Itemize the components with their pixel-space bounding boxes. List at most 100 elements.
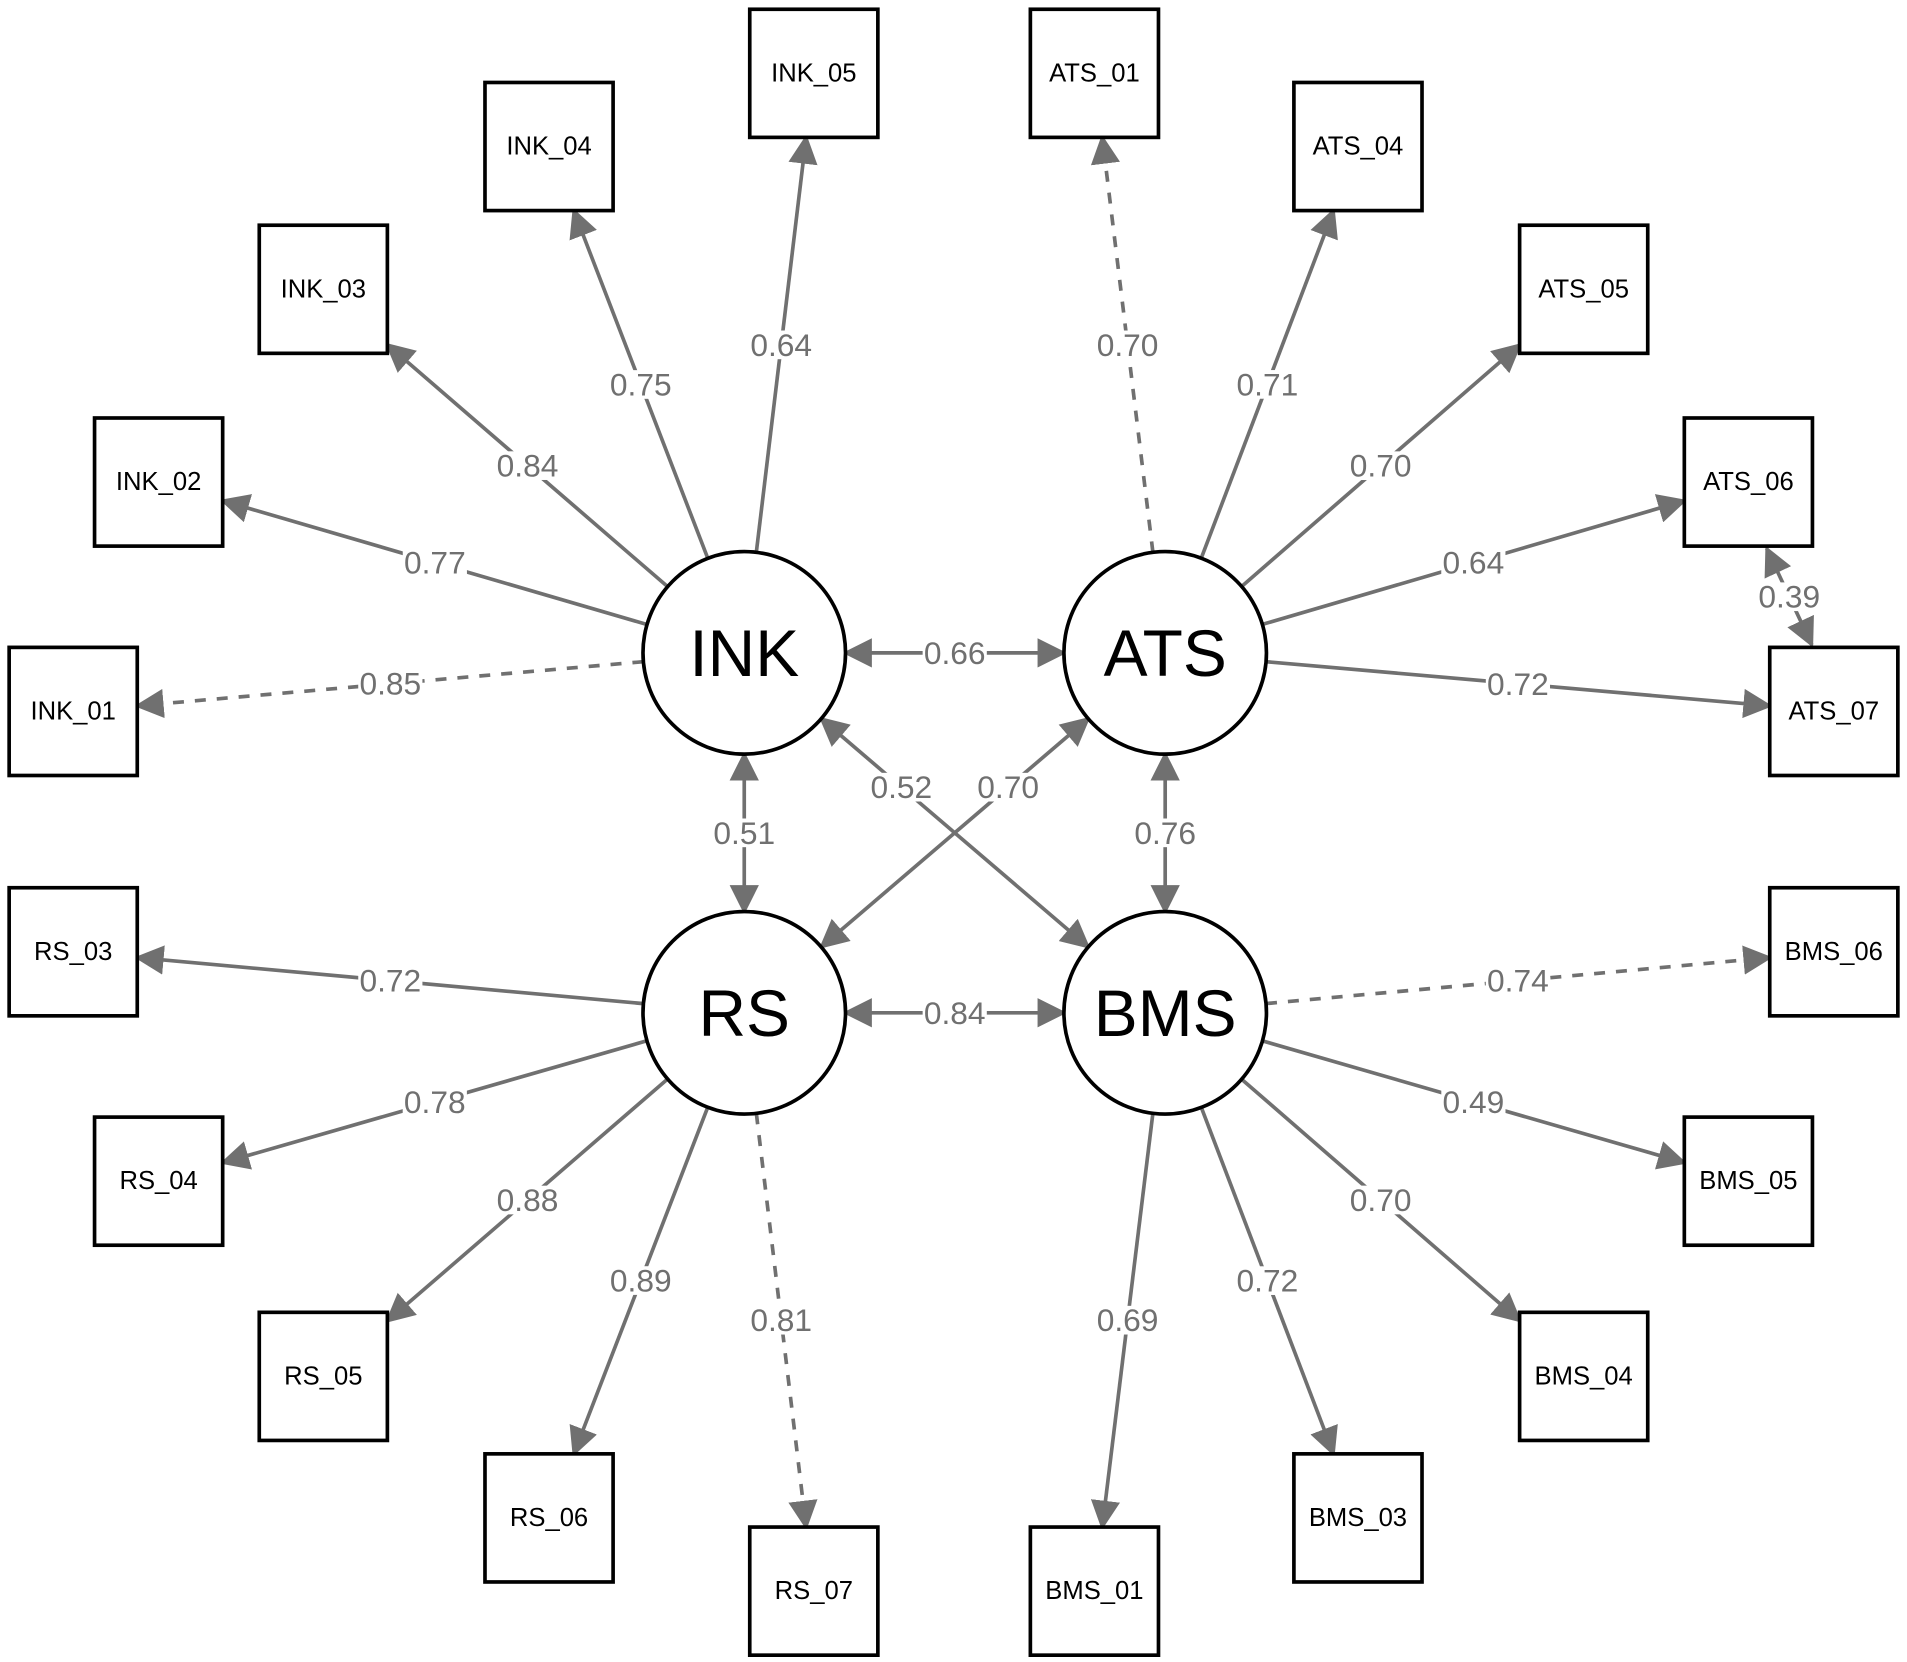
indicator-box [483,1452,615,1584]
loading-label-rs_04-text: 0.78 [404,1084,466,1120]
indicator-box [1767,885,1900,1018]
covariance-label-ink-ats: 0.66 [922,635,987,671]
covariance-label-rs-bms-text: 0.84 [924,995,986,1031]
indicator-label: RS_07 [775,1577,853,1605]
indicator-ink_04: INK_04 [483,80,615,213]
indicator-label: RS_03 [34,938,112,966]
loading-label-ats_06: 0.64 [1441,545,1506,581]
loading-label-ink_02: 0.77 [402,545,467,581]
indicator-bms_01: BMS_01 [1028,1525,1161,1658]
loading-label-ink_04: 0.75 [608,366,673,402]
loading-label-ink_04-text: 0.75 [610,366,672,402]
loading-label-ink_03-text: 0.84 [497,448,559,484]
covariance-label-rs-bms: 0.84 [922,995,987,1031]
indicator-ats_07: ATS_07 [1767,645,1900,778]
latent-ats: ATS [1062,549,1269,756]
latent-circle [641,549,848,756]
loading-arrow-ink_01 [134,659,644,719]
latent-label: RS [698,976,790,1050]
latent-rs: RS [641,909,848,1116]
indicator-label: INK_04 [506,133,591,161]
loading-label-rs_07: 0.81 [749,1302,814,1338]
covariance-label-ats-rs: 0.70 [976,769,1041,805]
indicator-box [257,1310,390,1443]
indicator-box [1517,223,1650,356]
indicator-label: BMS_04 [1535,1362,1633,1390]
loading-label-ats_04-text: 0.71 [1237,366,1299,402]
indicator-label: BMS_05 [1699,1167,1797,1195]
indicator-box [7,645,140,778]
indicator-label: BMS_06 [1785,938,1883,966]
indicator-label: BMS_03 [1309,1504,1407,1532]
indicator-ats_04: ATS_04 [1292,80,1424,213]
latent-bms: BMS [1062,909,1269,1116]
loading-label-ink_05-text: 0.64 [750,327,812,363]
covariance-label-ats_06-ats_07: 0.39 [1757,579,1822,615]
loading-label-rs_03-text: 0.72 [359,963,421,999]
indicator-label: ATS_07 [1788,697,1879,725]
loading-label-ats_07: 0.72 [1485,666,1550,702]
indicator-label: INK_02 [116,468,201,496]
loading-label-ats_05: 0.70 [1348,448,1413,484]
indicator-label: INK_01 [30,697,115,725]
latent-circle [1062,909,1269,1116]
loading-label-ink_03: 0.84 [495,448,560,484]
loading-label-bms_06: 0.74 [1485,963,1550,999]
indicator-box [1292,80,1424,213]
loading-arrow-bms_06 [1265,945,1773,1006]
indicator-label: ATS_05 [1538,275,1629,303]
indicator-box [92,1115,225,1248]
latent-circle [641,909,848,1116]
loading-label-rs_05-text: 0.88 [497,1182,559,1218]
loading-label-bms_05: 0.49 [1441,1084,1506,1120]
loading-label-bms_04: 0.70 [1348,1182,1413,1218]
loading-label-bms_06-text: 0.74 [1487,963,1549,999]
loading-label-rs_07-text: 0.81 [750,1302,812,1338]
indicator-box [483,80,615,213]
loading-label-bms_04-text: 0.70 [1350,1182,1412,1218]
loading-label-ats_05-text: 0.70 [1350,448,1412,484]
indicator-bms_04: BMS_04 [1517,1310,1650,1443]
indicator-label: BMS_01 [1045,1577,1143,1605]
loading-label-ink_05: 0.64 [749,327,814,363]
indicator-ink_05: INK_05 [747,7,880,140]
indicator-ink_02: INK_02 [92,416,225,548]
covariance-label-ats-rs-text: 0.70 [977,769,1039,805]
loading-label-bms_01-text: 0.69 [1097,1302,1159,1338]
loading-label-bms_05-text: 0.49 [1443,1084,1505,1120]
indicator-box [1682,416,1815,548]
loading-label-ink_02-text: 0.77 [404,545,466,581]
loading-label-ats_07-text: 0.72 [1487,666,1549,702]
indicator-box [747,7,880,140]
indicator-label: INK_05 [771,59,856,87]
indicator-label: RS_04 [119,1167,197,1195]
indicator-label: ATS_06 [1703,468,1794,496]
loading-label-rs_05: 0.88 [495,1182,560,1218]
loading-label-ink_01: 0.85 [358,666,423,702]
indicator-box [7,885,140,1018]
loading-label-ats_01: 0.70 [1095,327,1160,363]
latent-label: ATS [1104,616,1227,690]
loading-label-rs_06: 0.89 [608,1263,673,1299]
covariance-label-ink-bms: 0.52 [869,769,934,805]
loading-label-bms_03: 0.72 [1235,1263,1300,1299]
covariance-label-ink-rs-text: 0.51 [713,815,775,851]
latent-label: BMS [1094,976,1237,1050]
covariance-label-ats-bms-text: 0.76 [1134,815,1196,851]
loading-label-rs_04: 0.78 [402,1084,467,1120]
covariance-label-ink-ats-text: 0.66 [924,635,986,671]
indicator-box [1028,1525,1161,1658]
covariance-label-ats_06-ats_07-text: 0.39 [1758,579,1820,615]
indicator-rs_06: RS_06 [483,1452,615,1584]
indicator-bms_06: BMS_06 [1767,885,1900,1018]
loading-label-ats_04: 0.71 [1235,366,1300,402]
loading-arrow-ats_01 [1090,134,1155,553]
indicator-bms_05: BMS_05 [1682,1115,1815,1248]
indicator-ink_03: INK_03 [257,223,390,356]
latent-circle [1062,549,1269,756]
indicator-label: INK_03 [281,275,366,303]
indicator-box [1517,1310,1650,1443]
indicator-box [92,416,225,548]
loading-label-rs_06-text: 0.89 [610,1263,672,1299]
